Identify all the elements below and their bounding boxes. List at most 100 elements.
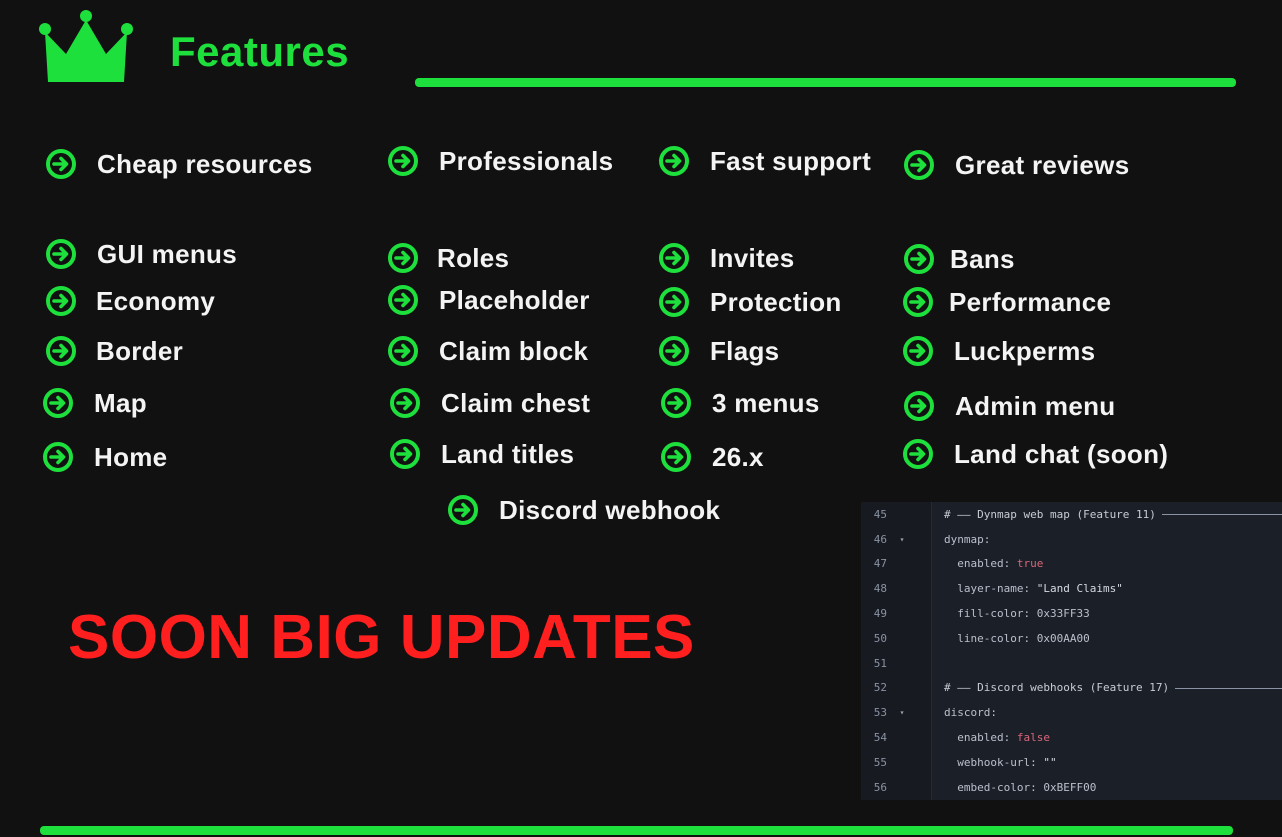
feature-item: GUI menus bbox=[45, 236, 237, 272]
code-separator: : bbox=[1030, 755, 1044, 769]
code-text: line-color: 0x00AA00 bbox=[944, 631, 1089, 645]
feature-item: Discord webhook bbox=[447, 492, 720, 528]
feature-item: Protection bbox=[658, 284, 842, 320]
arrow-right-circle-icon bbox=[388, 243, 418, 273]
code-number: 0xBEFF00 bbox=[1043, 780, 1097, 794]
code-boolean: true bbox=[1016, 557, 1044, 571]
line-number: 56 bbox=[873, 780, 887, 794]
code-line: 56 embed-color: 0xBEFF00 bbox=[861, 775, 1282, 800]
feature-item: Border bbox=[45, 333, 183, 369]
code-key: dynmap bbox=[944, 532, 984, 546]
code-key: enabled bbox=[957, 557, 1004, 571]
code-text: discord: bbox=[944, 706, 997, 719]
arrow-right-circle-icon bbox=[388, 336, 418, 366]
feature-item: Map bbox=[42, 385, 147, 421]
feature-label: Claim block bbox=[439, 335, 589, 366]
arrow-right-circle-icon bbox=[448, 495, 478, 525]
feature-label: 3 menus bbox=[712, 387, 820, 418]
feature-item: Flags bbox=[658, 333, 779, 369]
code-text: layer-name: "Land Claims" bbox=[944, 582, 1123, 595]
arrow-right-circle-icon bbox=[903, 336, 933, 366]
line-number: 48 bbox=[873, 582, 887, 596]
code-line: 54 enabled: false bbox=[861, 725, 1282, 750]
code-line: 50 line-color: 0x00AA00 bbox=[861, 626, 1282, 651]
feature-label: Great reviews bbox=[955, 149, 1130, 180]
feature-item: Roles bbox=[387, 240, 509, 276]
code-line: 47 enabled: true bbox=[861, 552, 1282, 577]
arrow-right-circle-icon bbox=[46, 239, 76, 269]
feature-item: Fast support bbox=[658, 143, 871, 179]
line-number: 52 bbox=[873, 681, 887, 695]
feature-label: Luckperms bbox=[954, 335, 1096, 366]
feature-label: 26.x bbox=[712, 441, 764, 472]
arrow-right-circle-icon bbox=[388, 146, 418, 176]
code-line: 52 # —— Discord webhooks (Feature 17) bbox=[861, 676, 1282, 701]
line-number: 45 bbox=[873, 507, 887, 521]
feature-label: Invites bbox=[710, 242, 795, 273]
arrow-right-circle-icon bbox=[904, 391, 934, 421]
code-separator: : bbox=[1023, 607, 1037, 621]
arrow-right-circle-icon bbox=[46, 336, 76, 366]
feature-label: Flags bbox=[710, 335, 780, 366]
feature-item: 26.x bbox=[660, 439, 764, 475]
code-snippet: 45# —— Dynmap web map (Feature 11)46▾dyn… bbox=[861, 502, 1282, 800]
feature-label: Map bbox=[94, 387, 147, 418]
code-boolean: false bbox=[1016, 731, 1050, 745]
feature-label: Fast support bbox=[710, 145, 872, 176]
arrow-right-circle-icon bbox=[661, 388, 691, 418]
line-number-gutter bbox=[861, 502, 931, 800]
arrow-right-circle-icon bbox=[390, 439, 420, 469]
code-text: enabled: false bbox=[944, 731, 1050, 744]
feature-label: Land chat (soon) bbox=[954, 438, 1169, 469]
code-indent bbox=[944, 781, 957, 794]
arrow-right-circle-icon bbox=[43, 442, 73, 472]
code-text: # —— Discord webhooks (Feature 17) bbox=[944, 681, 1282, 694]
code-text: dynmap: bbox=[944, 533, 990, 546]
line-number: 53 bbox=[873, 706, 887, 720]
feature-item: Economy bbox=[45, 283, 215, 319]
arrow-right-circle-icon bbox=[904, 150, 934, 180]
fold-toggle-icon[interactable]: ▾ bbox=[899, 534, 905, 544]
code-indent bbox=[944, 557, 957, 570]
code-comment: # —— Discord webhooks (Feature 17) bbox=[944, 681, 1170, 695]
feature-label: Roles bbox=[437, 242, 510, 273]
page-title: Features bbox=[170, 28, 350, 75]
code-line: 46▾dynmap: bbox=[861, 527, 1282, 552]
arrow-right-circle-icon bbox=[904, 244, 934, 274]
feature-item: Admin menu bbox=[903, 388, 1115, 424]
code-separator: : bbox=[1023, 631, 1037, 645]
code-string: "Land Claims" bbox=[1036, 582, 1123, 596]
arrow-right-circle-icon bbox=[659, 243, 689, 273]
feature-item: Home bbox=[42, 439, 167, 475]
feature-label: Placeholder bbox=[439, 284, 590, 315]
feature-item: Land chat (soon) bbox=[902, 436, 1168, 472]
arrow-right-circle-icon bbox=[43, 388, 73, 418]
code-key: webhook-url bbox=[957, 755, 1031, 769]
code-line: 53 ▾ discord: bbox=[861, 700, 1282, 725]
code-separator: : bbox=[1023, 582, 1037, 596]
code-text: enabled: true bbox=[944, 557, 1043, 570]
code-separator: : bbox=[990, 706, 997, 720]
feature-label: Land titles bbox=[441, 438, 575, 469]
feature-item: Luckperms bbox=[902, 333, 1095, 369]
feature-item: Cheap resources bbox=[45, 146, 312, 182]
code-key: line-color bbox=[957, 631, 1024, 645]
line-number: 55 bbox=[873, 755, 887, 769]
feature-item: 3 menus bbox=[660, 385, 820, 421]
crown-icon bbox=[39, 10, 133, 82]
feature-item: Claim chest bbox=[389, 385, 590, 421]
arrow-right-circle-icon bbox=[903, 287, 933, 317]
code-indent bbox=[944, 731, 957, 744]
line-number: 50 bbox=[873, 631, 887, 645]
feature-label: Discord webhook bbox=[499, 494, 721, 525]
feature-label: Admin menu bbox=[955, 390, 1116, 421]
comment-rule bbox=[1175, 687, 1282, 689]
feature-item: Land titles bbox=[389, 436, 574, 472]
fold-toggle-icon[interactable]: ▾ bbox=[899, 708, 905, 718]
code-line: 45# —— Dynmap web map (Feature 11) bbox=[861, 502, 1282, 527]
code-separator: : bbox=[1003, 557, 1017, 571]
feature-label: Protection bbox=[710, 286, 842, 317]
code-line: 49 fill-color: 0x33FF33 bbox=[861, 601, 1282, 626]
code-separator: : bbox=[1030, 780, 1044, 794]
feature-label: Economy bbox=[96, 285, 216, 316]
